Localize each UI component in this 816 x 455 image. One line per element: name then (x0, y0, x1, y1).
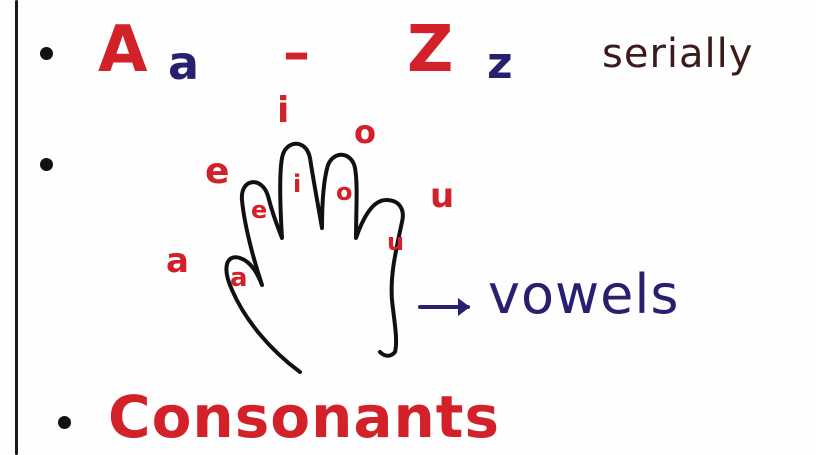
bullet-1 (40, 47, 53, 60)
outer-vowel-i: i (277, 90, 289, 131)
outer-vowel-e: e (205, 151, 229, 192)
uppercase-a: A (98, 13, 148, 87)
outer-vowel-u: u (430, 176, 454, 216)
bullet-3 (58, 416, 71, 429)
outer-vowel-o: o (354, 113, 376, 151)
range-dash: – (283, 21, 310, 84)
finger-vowel-i: i (293, 170, 301, 198)
lowercase-a: a (168, 36, 200, 90)
bullet-2 (40, 158, 53, 171)
serially-note: serially (602, 31, 754, 77)
vowels-label: vowels (488, 263, 680, 326)
hand-outline (224, 141, 405, 374)
outer-vowel-a: a (166, 241, 189, 281)
right-arrow-icon (418, 298, 470, 316)
lowercase-z: z (487, 38, 513, 89)
finger-vowel-e: e (251, 196, 267, 224)
finger-vowel-a: a (230, 263, 248, 293)
consonants-word: Consonants (108, 383, 501, 451)
finger-vowel-u: u (387, 228, 404, 256)
finger-vowel-o: o (336, 178, 353, 206)
margin-line (15, 0, 18, 455)
uppercase-z: Z (407, 13, 454, 87)
